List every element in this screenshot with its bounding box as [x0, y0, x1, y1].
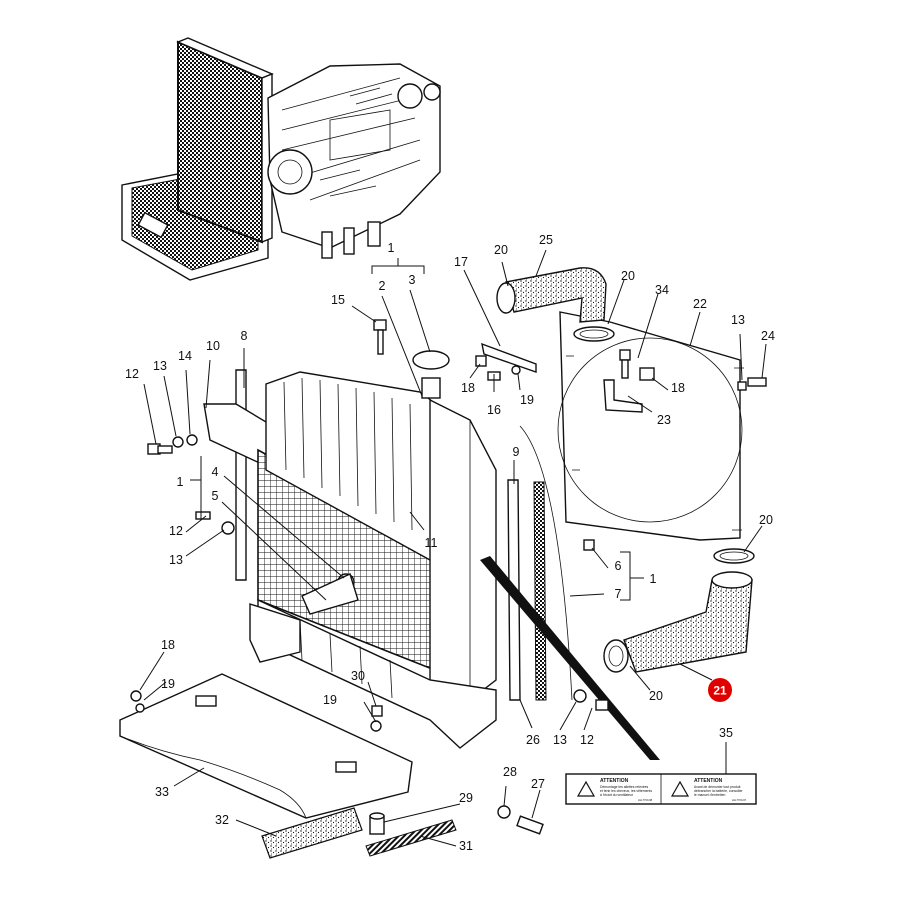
callout-30: 30 — [351, 669, 365, 683]
callout-10: 10 — [206, 339, 220, 353]
callout-18b: 18 — [671, 381, 685, 395]
rubber-seal-strip — [365, 819, 457, 857]
callout-33: 33 — [155, 785, 169, 799]
callout-20a: 20 — [494, 243, 508, 257]
callout-13a: 13 — [153, 359, 167, 373]
callout-14: 14 — [178, 349, 192, 363]
callout-4: 4 — [212, 465, 219, 479]
warning-decal-right-title: ATTENTION — [694, 778, 723, 784]
callout-9: 9 — [513, 445, 520, 459]
callout-31: 31 — [459, 839, 473, 853]
callout-5: 5 — [212, 489, 219, 503]
callout-12c: 12 — [580, 733, 594, 747]
callout-24: 24 — [761, 329, 775, 343]
callout-17: 17 — [454, 255, 468, 269]
callout-26: 26 — [526, 733, 540, 747]
callout-22: 22 — [693, 297, 707, 311]
callout-13c: 13 — [731, 313, 745, 327]
callout-6: 6 — [615, 559, 622, 573]
callout-34: 34 — [655, 283, 669, 297]
callout-7: 7 — [615, 587, 622, 601]
callout-29: 29 — [459, 791, 473, 805]
callout-16: 16 — [487, 403, 501, 417]
spacer — [369, 812, 385, 835]
warning-decal-left-line-2: et tenir les cheveux, les vêtements — [600, 789, 652, 793]
engine-inset-illustration — [121, 37, 441, 281]
callout-18c: 18 — [161, 638, 175, 652]
callout-27: 27 — [531, 777, 545, 791]
callout-20c: 20 — [759, 513, 773, 527]
callout-labels: 1 1 1 2 3 4 5 6 7 8 9 10 11 12 12 12 13 … — [125, 233, 775, 853]
warning-decal-right-line-1: Avant de démonter tout produit — [694, 785, 741, 789]
radiator-assembly — [203, 350, 660, 760]
callout-8: 8 — [241, 329, 248, 343]
lower-bolt-set — [497, 805, 544, 835]
callout-1a: 1 — [388, 241, 395, 255]
warning-decal-right-code: HH-7700-97 — [732, 798, 747, 802]
callout-13b: 13 — [169, 553, 183, 567]
callout-20b: 20 — [621, 269, 635, 283]
warning-decal-left-code: HH-7700-98 — [638, 798, 653, 802]
warning-decal-right-line-3: le manuel d'entretien — [694, 793, 725, 797]
highlighted-callout-21[interactable]: 21 — [708, 678, 732, 702]
callout-15: 15 — [331, 293, 345, 307]
warning-decal-right-line-2: débrancher la batterie, consulter — [694, 789, 743, 793]
callout-19a: 19 — [520, 393, 534, 407]
foam-strip — [261, 807, 363, 859]
callout-32: 32 — [215, 813, 229, 827]
callout-28: 28 — [503, 765, 517, 779]
callout-25: 25 — [539, 233, 553, 247]
lower-hose — [603, 548, 755, 673]
upper-hose — [496, 267, 615, 342]
callout-12a: 12 — [125, 367, 139, 381]
bottom-plate — [119, 673, 413, 819]
callout-20d: 20 — [649, 689, 663, 703]
fan-shroud — [557, 311, 744, 541]
warning-decal-left-title: ATTENTION — [600, 778, 629, 784]
callout-2: 2 — [379, 279, 386, 293]
warning-decal-left-line-1: Démontage les ailettes relevées — [600, 785, 649, 789]
shroud-bracket — [603, 349, 767, 413]
callout-35: 35 — [719, 726, 733, 740]
callout-3: 3 — [409, 273, 416, 287]
callout-11: 11 — [425, 536, 438, 550]
callout-19b: 19 — [161, 677, 175, 691]
callout-13d: 13 — [553, 733, 567, 747]
highlight-marker[interactable] — [708, 678, 732, 702]
callout-12b: 12 — [169, 524, 183, 538]
callout-19c: 19 — [323, 693, 337, 707]
callout-1b: 1 — [177, 475, 184, 489]
leader-lines — [139, 249, 767, 847]
callout-23: 23 — [657, 413, 671, 427]
callout-18a: 18 — [461, 381, 475, 395]
warning-decal-left-line-3: à l'écart du ventilateur — [600, 793, 634, 797]
callout-1c: 1 — [650, 572, 657, 586]
callout-21[interactable]: 21 — [713, 684, 727, 698]
warning-decal: ATTENTION Démontage les ailettes relevée… — [565, 773, 757, 805]
